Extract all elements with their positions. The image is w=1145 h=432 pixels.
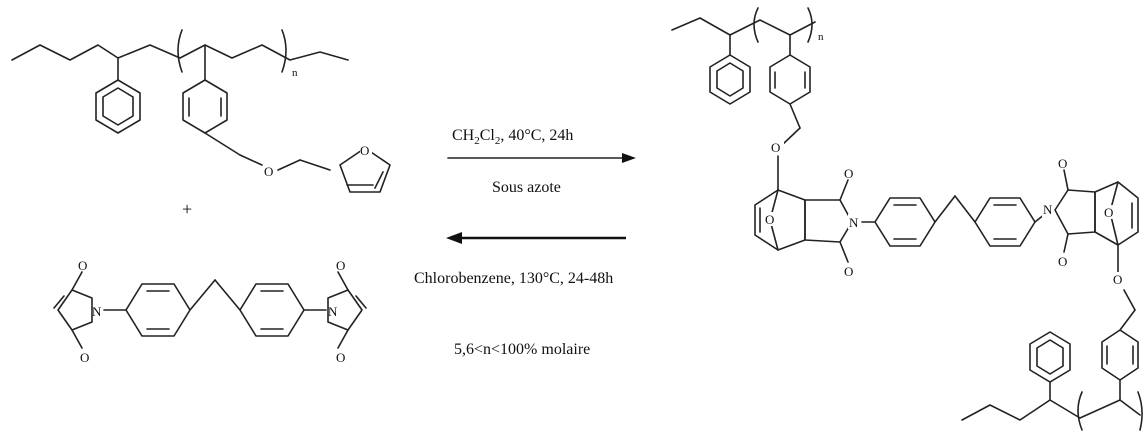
carbonyl-o-1: O bbox=[78, 258, 87, 273]
product-crosslinked-network: n O O O O N bbox=[671, 7, 1143, 431]
forward-atmosphere-label: Sous azote bbox=[492, 179, 561, 196]
ether-oxygen-top: O bbox=[771, 140, 780, 155]
imide-n-3: N bbox=[849, 215, 859, 230]
carbonyl-o-3: O bbox=[336, 258, 345, 273]
imide-n-2: N bbox=[328, 304, 338, 319]
reactant-bismaleimide: O O N N O O bbox=[53, 258, 367, 365]
carbonyl-o-2: O bbox=[80, 350, 89, 365]
carbonyl-o-7: O bbox=[1058, 156, 1067, 171]
repeat-index-left: n bbox=[292, 67, 298, 79]
bridge-oxygen-left: O bbox=[765, 212, 774, 227]
carbonyl-o-6: O bbox=[844, 264, 853, 279]
forward-solvent-label: CH2Cl2, 40°C, 24h bbox=[452, 127, 573, 147]
ether-oxygen-bottom: O bbox=[1113, 272, 1122, 287]
reactant-copolymer: n O O bbox=[11, 29, 391, 193]
carbonyl-o-4: O bbox=[336, 350, 345, 365]
furan-oxygen: O bbox=[360, 143, 369, 158]
ether-oxygen-left: O bbox=[264, 164, 273, 179]
imide-n-1: N bbox=[92, 304, 102, 319]
carbonyl-o-5: O bbox=[844, 166, 853, 181]
forward-arrow bbox=[447, 153, 636, 163]
imide-n-4: N bbox=[1043, 202, 1053, 217]
composition-range-label: 5,6<n<100% molaire bbox=[454, 341, 590, 358]
repeat-index-top: n bbox=[818, 31, 824, 43]
plus-sign: + bbox=[182, 199, 192, 219]
reverse-arrow bbox=[446, 232, 626, 244]
reaction-conditions: CH2Cl2, 40°C, 24h Sous azote Chlorobenze… bbox=[414, 127, 636, 358]
bridge-oxygen-right: O bbox=[1104, 205, 1113, 220]
carbonyl-o-8: O bbox=[1058, 254, 1067, 269]
reverse-condition-label: Chlorobenzene, 130°C, 24-48h bbox=[414, 270, 613, 287]
